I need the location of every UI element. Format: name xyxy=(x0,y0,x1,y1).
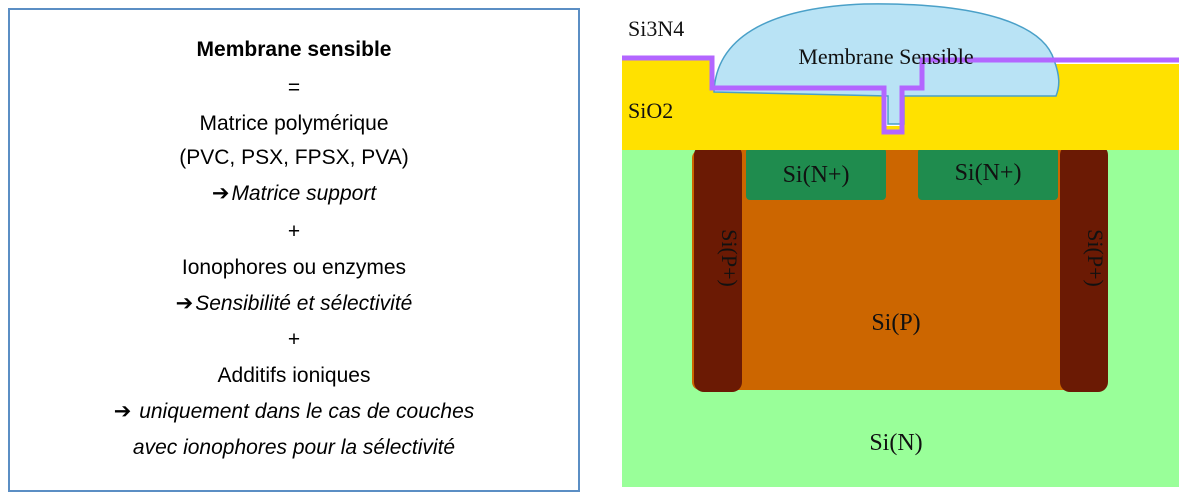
si-p-plus-left xyxy=(694,145,742,392)
matrix-role: Matrice support xyxy=(231,182,377,205)
additifs-role-line-2: avec ionophores pour la sélectivité xyxy=(132,436,456,459)
source-label: Si(N+) xyxy=(783,162,850,188)
sio2-label: SiO2 xyxy=(628,98,673,123)
matrix-role-line: ➔Matrice support xyxy=(10,180,578,208)
si-p-label: Si(P) xyxy=(871,310,920,336)
si-p-plus-right xyxy=(1060,145,1108,392)
plus-sign-1: + xyxy=(287,220,301,243)
arrow-right-icon: ➔ xyxy=(175,292,194,315)
matrix-line: Matrice polymérique xyxy=(199,112,389,135)
isfet-svg: Si3N4 Membrane Sensible SiO2 Si(N+) Si(N… xyxy=(622,3,1179,487)
membrane-label: Membrane Sensible xyxy=(798,44,973,69)
ionophores-role-line: ➔Sensibilité et sélectivité xyxy=(10,290,578,318)
arrow-right-icon: ➔ xyxy=(211,182,230,205)
membrane-sensible xyxy=(713,3,1060,125)
ionophores-line: Ionophores ou enzymes xyxy=(181,256,407,279)
additifs-role-line-1: ➔ uniquement dans le cas de couches xyxy=(10,398,578,426)
membrane-description-box: Membrane sensible = Matrice polymérique … xyxy=(8,8,580,492)
p-plus-left-label: Si(P+) xyxy=(717,229,742,287)
arrow-right-icon: ➔ xyxy=(113,400,132,423)
si-n-label: Si(N) xyxy=(869,430,922,456)
si3n4-layer xyxy=(622,55,1179,135)
additifs-role-1: uniquement dans le cas de couches xyxy=(139,400,475,423)
plus-sign-2: + xyxy=(287,328,301,351)
si3n4-label: Si3N4 xyxy=(628,16,684,41)
drain-label: Si(N+) xyxy=(955,160,1022,186)
si-n-plus-drain xyxy=(918,148,1058,200)
isfet-cross-section-diagram: Si3N4 Membrane Sensible SiO2 Si(N+) Si(N… xyxy=(604,0,1181,497)
matrix-examples: (PVC, PSX, FPSX, PVA) xyxy=(179,146,409,169)
ionophores-role: Sensibilité et sélectivité xyxy=(195,292,413,315)
si-p-well xyxy=(692,150,1100,390)
box-title: Membrane sensible xyxy=(196,38,392,61)
si-n-plus-source xyxy=(746,148,886,200)
p-plus-right-label: Si(P+) xyxy=(1083,229,1108,287)
equals-sign: = xyxy=(287,76,301,99)
additifs-line: Additifs ioniques xyxy=(217,364,371,387)
